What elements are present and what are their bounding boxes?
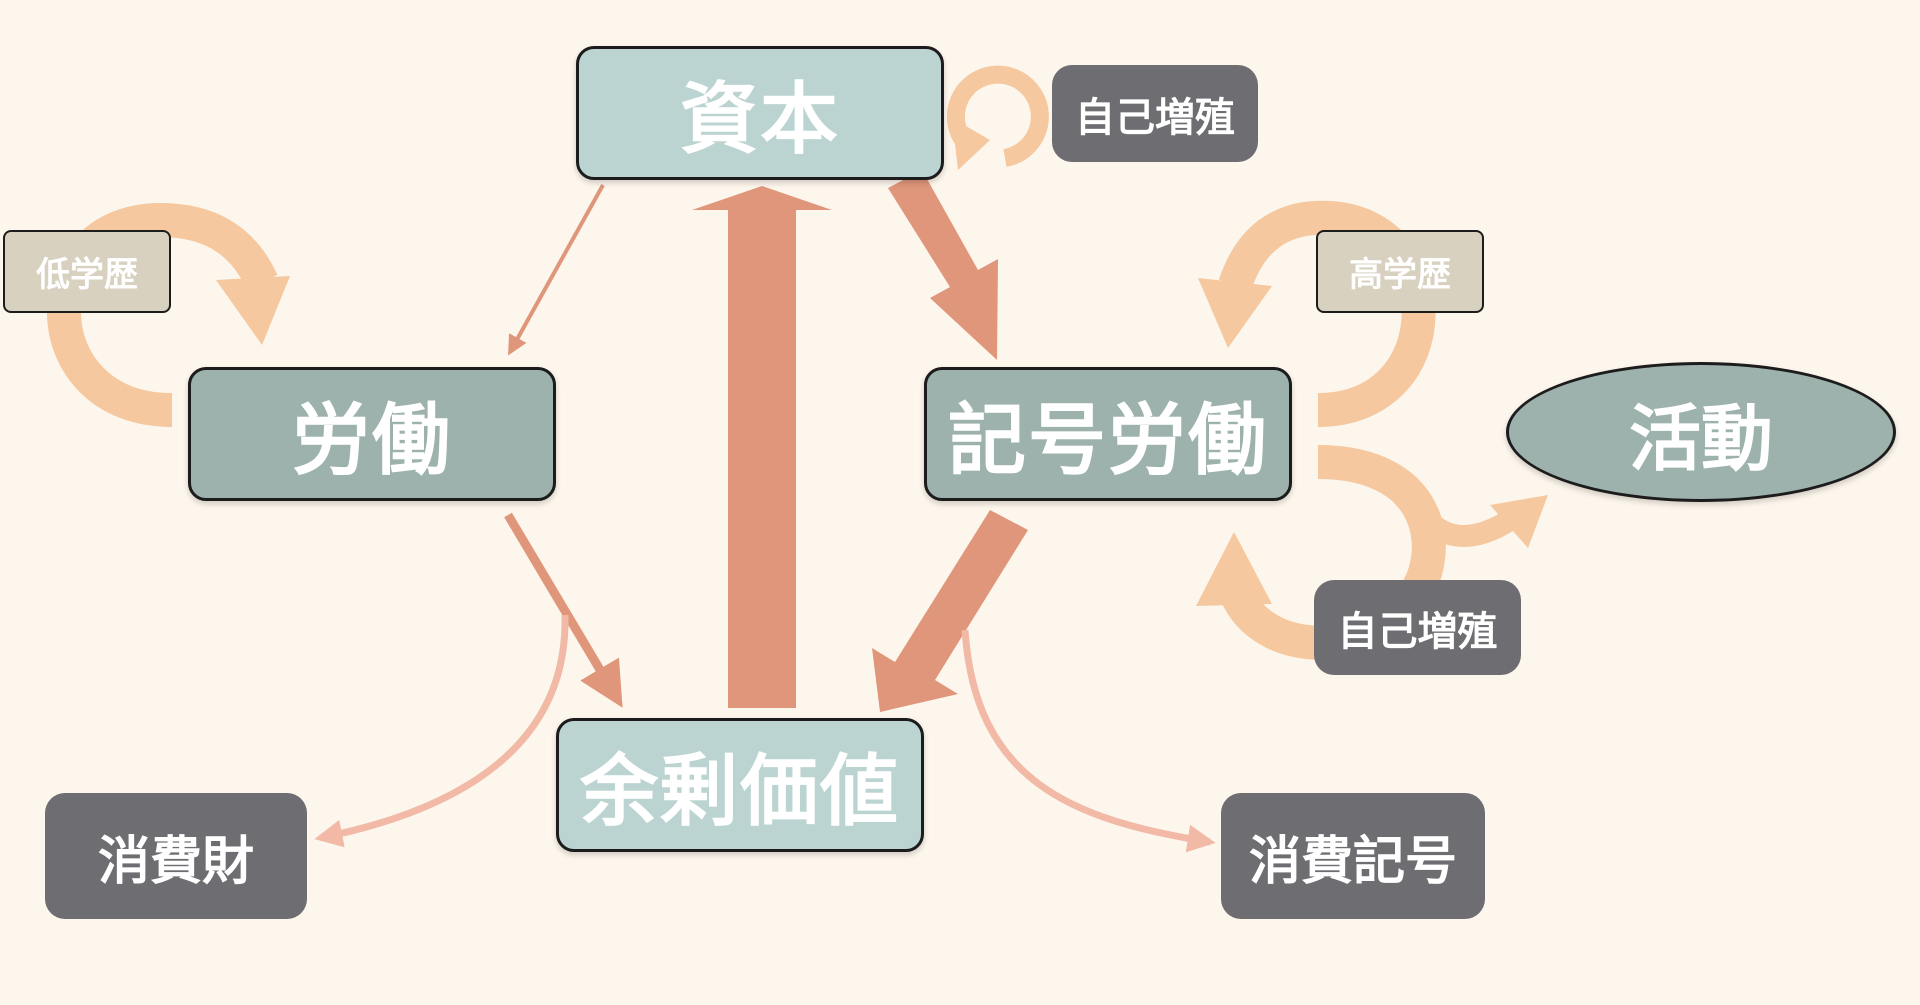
symbolic-labor-node: 記号労働 <box>924 367 1292 501</box>
arrow-capital-to-symbolic-labor <box>888 170 998 360</box>
consumer-symbols-label: 消費記号 <box>1248 831 1457 892</box>
consumer-goods-node: 消費財 <box>45 793 307 919</box>
capital-self-loop-arrowhead <box>952 118 990 170</box>
surplus-value-label: 余剰価値 <box>579 747 900 837</box>
self-replication-right-label: 自己増殖 <box>1337 608 1498 655</box>
low-education-label: 低学歴 <box>36 255 138 295</box>
labor-label: 労働 <box>291 396 452 486</box>
low-education-loop-arrowhead <box>216 276 290 345</box>
symbolic-self-loop-arrowhead <box>1196 532 1272 606</box>
high-education-badge: 高学歴 <box>1316 230 1484 313</box>
capital-node: 資本 <box>576 46 944 180</box>
labor-node: 労働 <box>188 367 556 501</box>
self-replication-top-label: 自己増殖 <box>1075 94 1235 141</box>
high-education-label: 高学歴 <box>1349 255 1451 295</box>
arrow-to-activity-head <box>1490 495 1548 548</box>
capital-self-loop-arrow <box>946 65 1049 167</box>
arrow-to-activity <box>1410 503 1516 547</box>
arrow-to-consumer-goods <box>314 614 569 848</box>
symbolic-labor-label: 記号労働 <box>947 396 1268 486</box>
high-education-loop-arrowhead <box>1198 278 1272 348</box>
arrow-symbolic-labor-to-surplus <box>872 510 1028 712</box>
activity-label: 活動 <box>1628 396 1773 481</box>
self-replication-right-badge: 自己増殖 <box>1314 580 1521 675</box>
arrow-surplus-to-capital <box>692 186 832 708</box>
arrow-to-consumer-symbols <box>961 629 1216 853</box>
surplus-value-node: 余剰価値 <box>556 718 924 852</box>
activity-node: 活動 <box>1506 362 1896 502</box>
self-replication-top-badge: 自己増殖 <box>1052 65 1258 162</box>
arrow-labor-to-surplus <box>504 512 623 708</box>
consumer-goods-label: 消費財 <box>97 831 254 892</box>
consumer-symbols-node: 消費記号 <box>1221 793 1485 919</box>
capital-label: 資本 <box>679 75 840 165</box>
arrow-capital-to-labor <box>508 184 605 356</box>
low-education-badge: 低学歴 <box>3 230 171 313</box>
